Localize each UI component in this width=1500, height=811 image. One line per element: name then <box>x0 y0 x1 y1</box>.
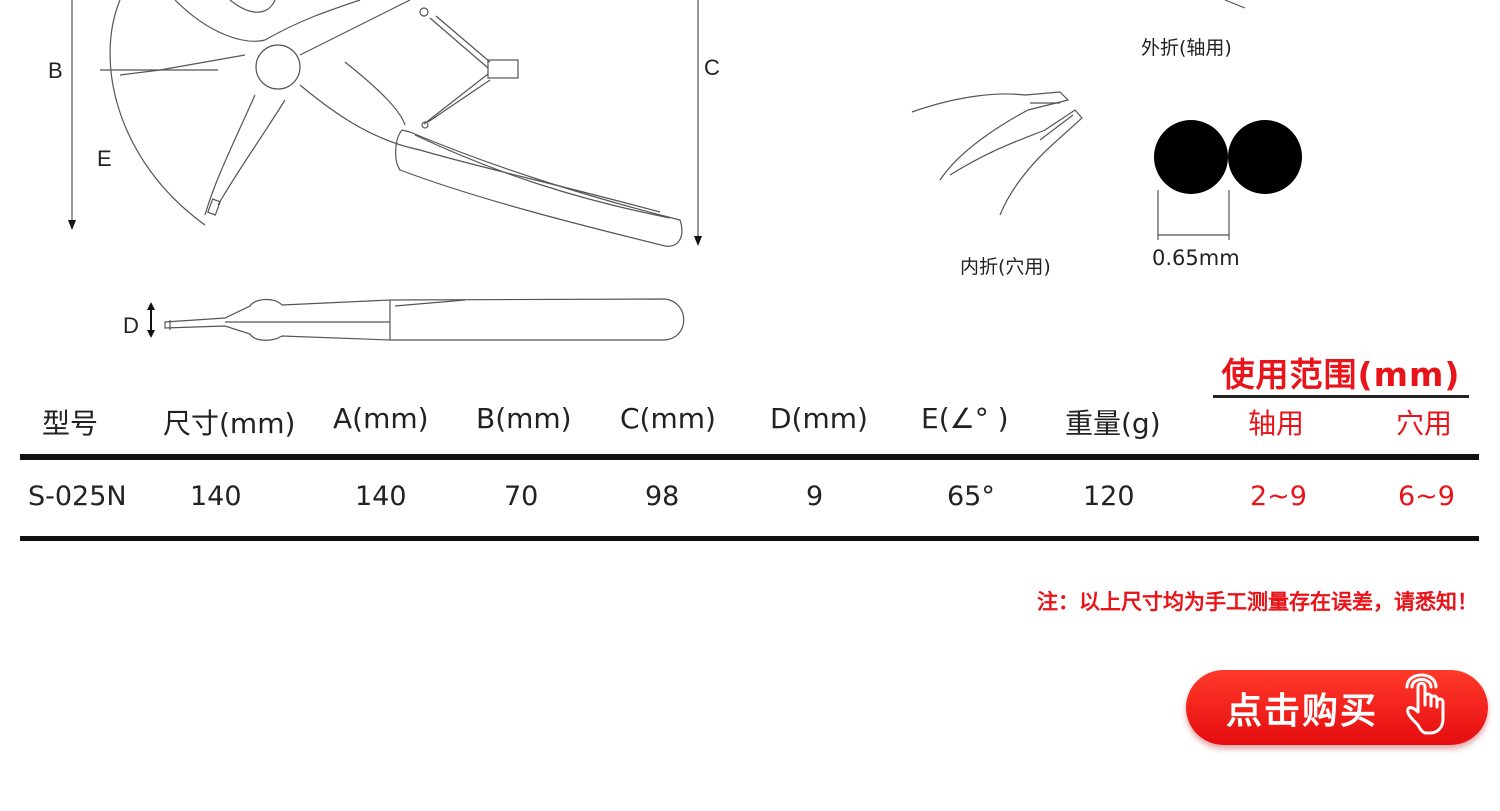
inner-fold-caption: 内折(穴用) <box>960 256 1051 278</box>
dimension-label-d: D <box>123 313 139 338</box>
table-top-rule <box>20 454 1479 460</box>
cell-e: 65° <box>947 481 995 512</box>
usage-range-title: 使用范围(mm) <box>1221 355 1461 394</box>
pointing-hand-icon <box>1405 673 1445 735</box>
header-d: D(mm) <box>770 402 868 435</box>
header-size: 尺寸(mm) <box>163 407 296 440</box>
cell-c: 98 <box>645 481 680 512</box>
cell-model: S-025N <box>28 481 127 512</box>
buy-now-label: 点击购买 <box>1226 690 1379 732</box>
cell-d: 9 <box>806 481 824 512</box>
cell-hole-range: 6~9 <box>1398 481 1455 512</box>
diameter-caption: 0.65mm <box>1152 246 1240 270</box>
pivot <box>255 44 301 90</box>
angle-arc <box>109 0 206 226</box>
buy-now-button[interactable]: 点击购买 <box>1186 670 1488 745</box>
cell-shaft-range: 2~9 <box>1250 481 1307 512</box>
cell-a: 140 <box>355 481 407 512</box>
pliers-drawing <box>68 0 1302 341</box>
header-model: 型号 <box>42 407 99 440</box>
cell-weight: 120 <box>1083 481 1135 512</box>
header-c: C(mm) <box>620 402 716 435</box>
dimension-label-e: E <box>97 146 112 171</box>
cell-size: 140 <box>190 481 242 512</box>
cell-b: 70 <box>504 481 539 512</box>
header-a: A(mm) <box>333 402 429 435</box>
measurement-note: 注：以上尺寸均为手工测量存在误差，请悉知！ <box>1037 590 1478 614</box>
header-shaft: 轴用 <box>1248 407 1305 440</box>
shaft-circle-left <box>1154 120 1228 194</box>
usage-range-divider <box>1213 395 1469 398</box>
header-weight: 重量(g) <box>1065 407 1161 440</box>
header-e: E(∠° ) <box>921 402 1009 435</box>
dimension-label-b: B <box>48 58 63 83</box>
shaft-circle-right <box>1228 120 1302 194</box>
outer-fold-caption: 外折(轴用) <box>1141 37 1232 59</box>
header-hole: 穴用 <box>1396 407 1453 440</box>
header-b: B(mm) <box>476 402 572 435</box>
dimension-label-c: C <box>704 55 720 80</box>
table-bottom-rule <box>20 536 1479 541</box>
